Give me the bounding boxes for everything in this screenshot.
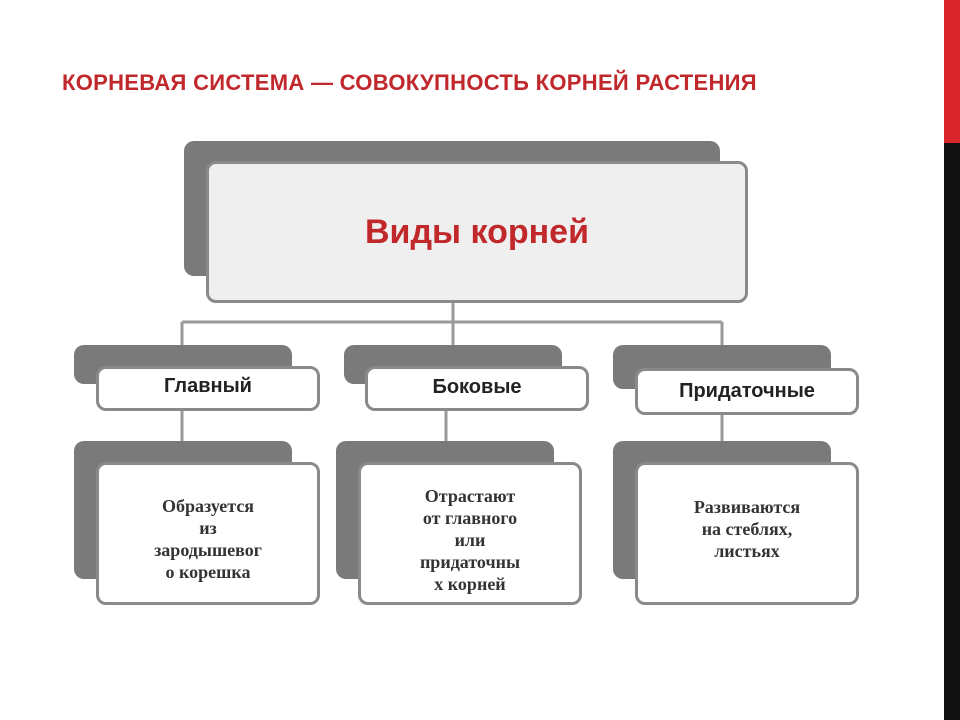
description-text: Развиваются на стеблях, листьях [693, 496, 801, 561]
branch-node-label: Боковые [432, 376, 522, 398]
side-accent-bar [944, 0, 960, 143]
slide-title: КОРНЕВАЯ СИСТЕМА — СОВОКУПНОСТЬ КОРНЕЙ Р… [62, 70, 757, 95]
branch-node-label: Главный [164, 375, 252, 397]
side-dark-bar [944, 143, 960, 720]
root-node-label: Виды корней [365, 212, 589, 251]
description-node-glavny: Образуется из зародышевог о корешка [96, 462, 320, 605]
branch-node-pridatochnye: Придаточные [635, 368, 859, 415]
description-node-bokovye: Отрастают от главного или придаточны х к… [358, 462, 582, 605]
branch-node-bokovye: Боковые [365, 366, 589, 411]
root-node: Виды корней [206, 161, 748, 303]
description-text: Образуется из зародышевог о корешка [154, 495, 262, 582]
description-text: Отрастают от главного или придаточны х к… [419, 485, 521, 594]
branch-node-glavny: Главный [96, 366, 320, 411]
branch-node-label: Придаточные [679, 380, 815, 402]
description-node-pridatochnye: Развиваются на стеблях, листьях [635, 462, 859, 605]
